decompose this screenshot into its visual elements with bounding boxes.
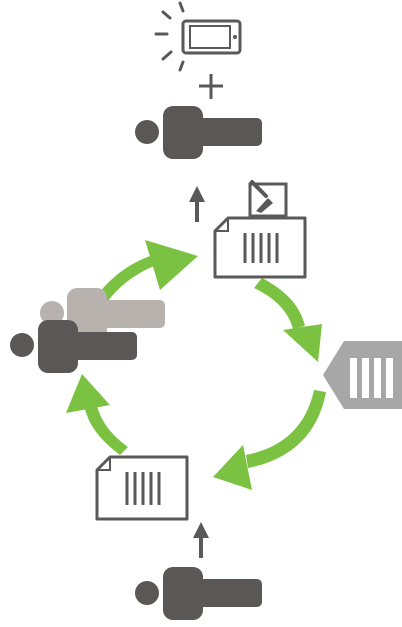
bottom-person-icon: [135, 567, 262, 620]
bank-building-icon: [323, 341, 402, 409]
phone-with-signal-icon: [154, 1, 242, 72]
front-person: [10, 320, 137, 373]
arrow-document-to-people: [84, 402, 128, 455]
cycle-arrows: [66, 240, 326, 490]
arrow-document-to-institution: [254, 278, 305, 329]
arrow-people-to-document: [95, 256, 154, 305]
plus-sign-icon: [199, 74, 223, 99]
arrow-institution-to-document: [246, 390, 326, 468]
two-persons-icon: [10, 288, 165, 373]
bottom-document-icon: [95, 455, 189, 521]
top-person-icon: [135, 106, 262, 159]
document-with-pen-icon: [213, 180, 307, 279]
